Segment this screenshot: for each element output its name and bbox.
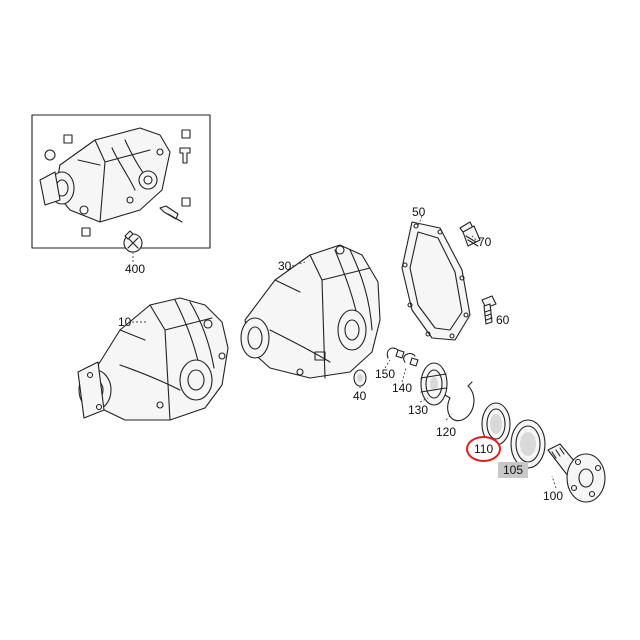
inset-kit-400 <box>31 114 211 253</box>
callout-120: 120 <box>436 425 457 439</box>
callout-130: 130 <box>408 403 429 417</box>
part-100-flange <box>547 443 606 503</box>
part-105-seal <box>510 419 546 469</box>
callout-70: 70 <box>478 235 492 249</box>
callout-100: 100 <box>543 489 564 503</box>
callout-140: 140 <box>392 381 413 395</box>
part-10-axle-housing <box>77 297 229 421</box>
callout-50: 50 <box>412 205 426 219</box>
part-30-housing-shell <box>240 244 381 379</box>
callout-400: 400 <box>125 262 146 276</box>
part-110-ring <box>481 402 511 446</box>
inset-housing-drawing <box>39 127 171 223</box>
callout-10: 10 <box>118 315 132 329</box>
callout-30: 30 <box>278 259 292 273</box>
callout-40: 40 <box>353 389 367 403</box>
part-130-bearing <box>420 362 448 406</box>
callout-105-highlighted[interactable]: 105 <box>498 462 529 478</box>
callout-150: 150 <box>375 367 396 381</box>
callout-110-circled[interactable]: 110 <box>466 436 502 462</box>
part-70-plug <box>459 221 481 247</box>
inset-frame <box>31 114 211 249</box>
wrench-icon <box>123 230 143 253</box>
part-60-bolt <box>481 295 497 325</box>
callout-60: 60 <box>496 313 510 327</box>
part-140-clip <box>403 353 419 367</box>
part-120-snap-ring <box>444 381 475 422</box>
part-40-seal <box>353 369 367 387</box>
part-150-clip <box>386 347 405 359</box>
inset-bolt-symbols <box>44 129 191 237</box>
part-50-cover <box>401 221 471 341</box>
